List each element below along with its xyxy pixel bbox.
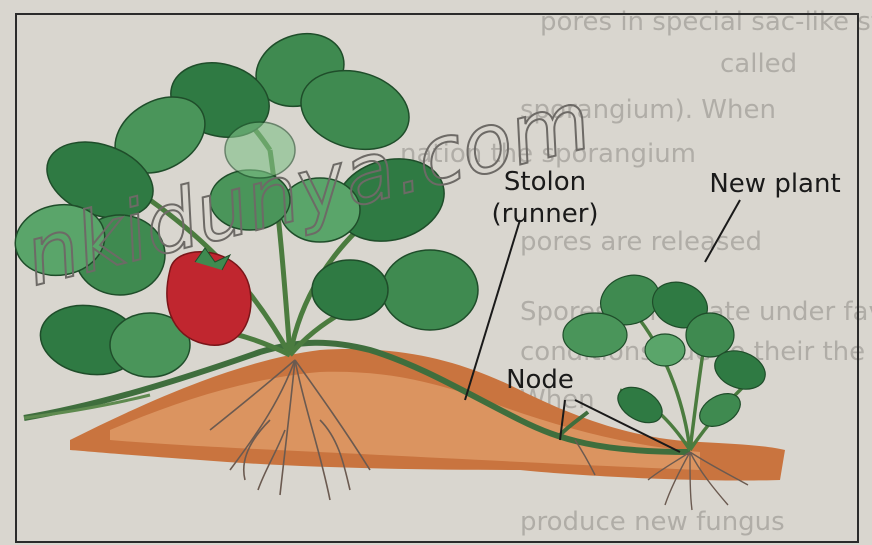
bg-text-line: pores in special sac-like structures [540, 7, 872, 37]
bg-text-line: produce new fungus [520, 507, 785, 537]
new-plant-label: New plant [709, 169, 840, 199]
bg-text-line: called [720, 49, 797, 79]
runner-label: (runner) [491, 199, 598, 229]
node-label: Node [506, 365, 574, 395]
bg-text-line: pores are released [520, 227, 762, 257]
